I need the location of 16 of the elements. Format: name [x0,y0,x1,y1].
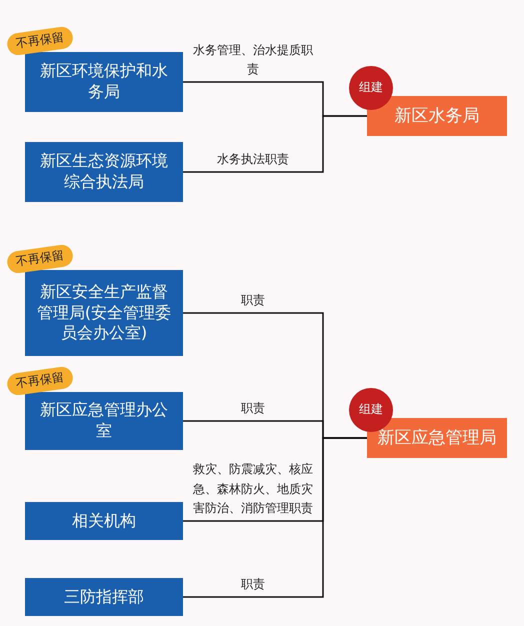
agency-name: 三防指挥部 [64,586,144,608]
agency-name: 新区应急管理办公室 [39,400,169,442]
seal-badge: 组建 [349,66,393,110]
agency-name: 新区环境保护和水务局 [39,61,169,103]
agency-name: 新区水务局 [394,104,480,128]
agency-name: 新区生态资源环境综合执法局 [39,151,169,193]
agency-name: 相关机构 [72,510,136,532]
agency-box [25,142,183,202]
tag-badge: 不再保留 [6,366,74,396]
agency-box [25,578,183,616]
tag-badge: 不再保留 [6,244,74,274]
agency-box [25,502,183,540]
connector-line [183,437,367,598]
agency-name: 新区安全生产监督管理局(安全管理委员会办公室) [36,282,172,344]
tag-badge: 不再保留 [6,26,74,56]
connector-line [183,115,367,173]
